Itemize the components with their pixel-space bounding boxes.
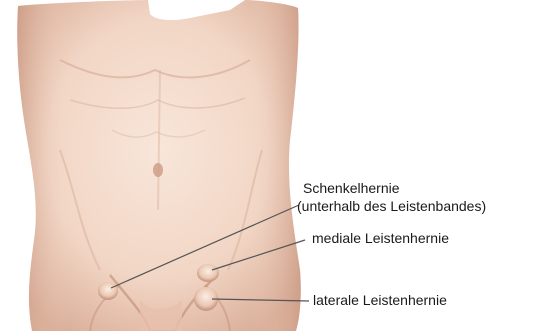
medial-hernia-bulge — [197, 264, 219, 282]
label-medial-inguinal-hernia: mediale Leistenhernie — [312, 230, 449, 246]
femoral-hernia-bulge — [98, 282, 118, 300]
label-femoral-hernia-note: (unterhalb des Leistenbandes) — [297, 198, 486, 214]
label-lateral-inguinal-hernia: laterale Leistenhernie — [313, 292, 447, 308]
label-femoral-hernia: Schenkelhernie — [303, 180, 400, 196]
navel — [153, 163, 163, 177]
